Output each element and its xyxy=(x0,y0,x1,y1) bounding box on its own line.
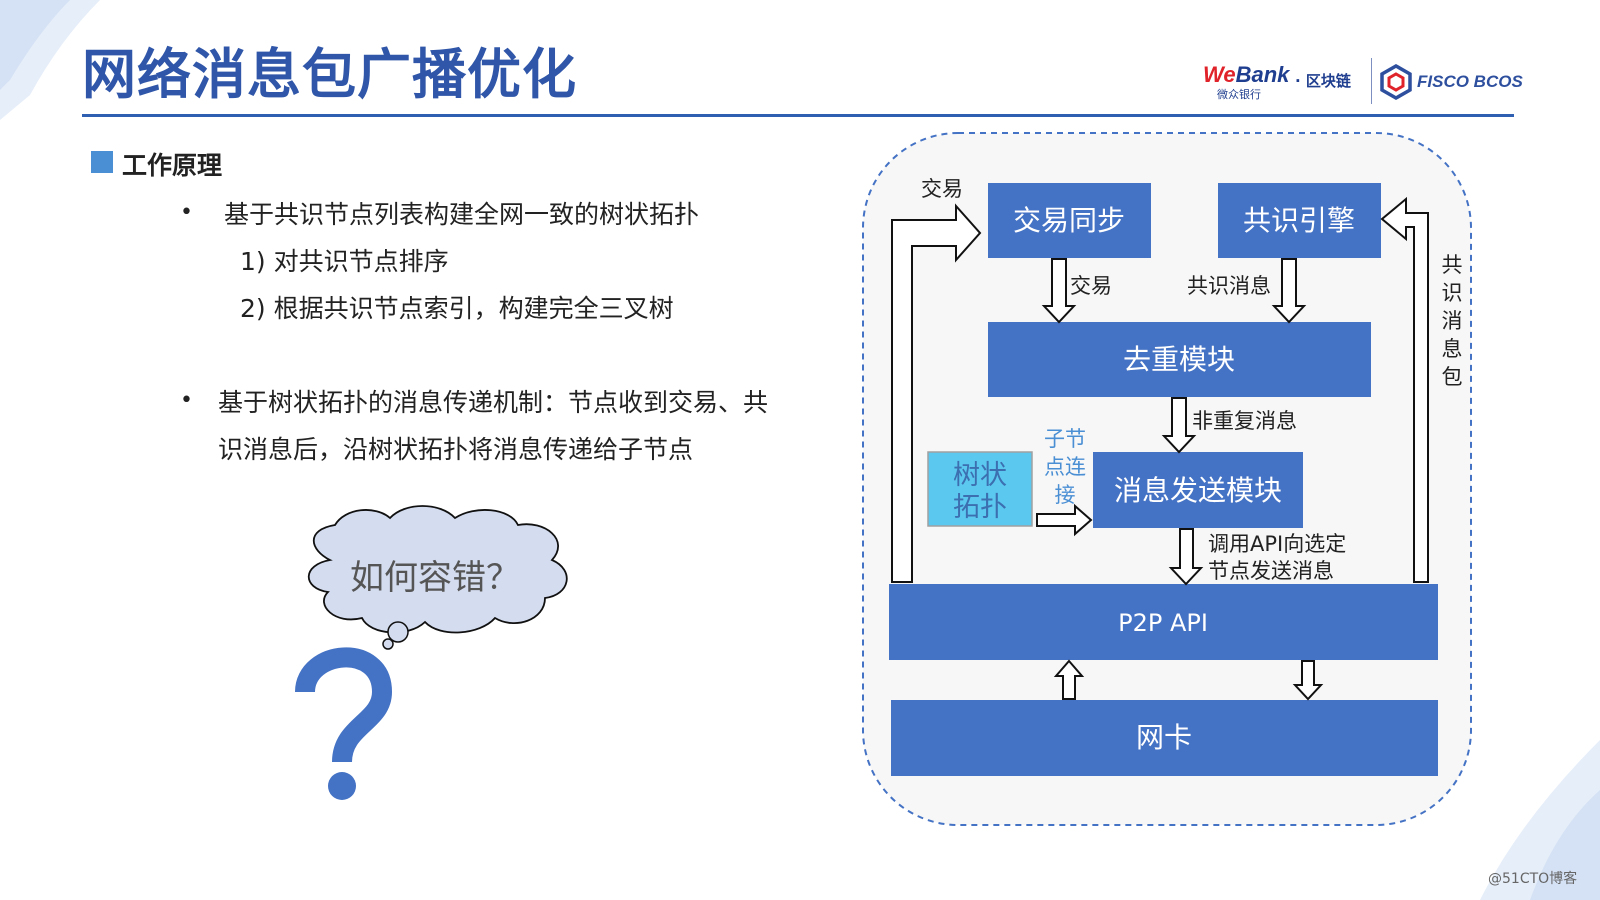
consensus-msg-label: 共识消息 xyxy=(1187,274,1271,298)
bullet-dot: • xyxy=(180,200,193,225)
tx-sync-box xyxy=(988,183,1151,258)
nic-up-arrow xyxy=(1053,659,1085,700)
nic-box xyxy=(891,700,1438,776)
dedup-box xyxy=(988,322,1371,397)
logo-divider xyxy=(1371,58,1372,104)
child-conn-label: 点连 xyxy=(1044,455,1086,479)
bullet-text-line: 基于树状拓扑的消息传递机制：节点收到交易、共 xyxy=(218,388,769,417)
tx-down-arrow xyxy=(1041,258,1077,324)
tree-topology-label: 树状 xyxy=(953,460,1007,491)
consensus-pkg-label: 息 xyxy=(1442,337,1463,361)
tx-sync-label: 交易同步 xyxy=(1013,204,1125,237)
api-call-arrow xyxy=(1168,528,1204,586)
blockchain-label: · 区块链 xyxy=(1295,72,1351,90)
question-mark-icon xyxy=(295,647,393,800)
bullet-dot: • xyxy=(180,388,193,413)
consensus-pkg-label: 识 xyxy=(1442,281,1463,305)
sub-item: 2) 根据共识节点索引，构建完全三叉树 xyxy=(240,294,674,323)
nic-down-arrow xyxy=(1292,660,1324,701)
thought-cloud xyxy=(308,505,568,634)
fisco-bcos-wordmark: FISCO BCOS xyxy=(1417,72,1523,91)
webank-wordmark: WeBank xyxy=(1203,62,1290,87)
thought-bubble xyxy=(387,621,409,643)
bullet-text-line: 识消息后，沿树状拓扑将消息传递给子节点 xyxy=(218,435,694,464)
api-call-label: 调用API向选定 xyxy=(1208,532,1346,556)
p2p-api-box xyxy=(889,584,1438,660)
consensus-engine-label: 共识引擎 xyxy=(1243,204,1355,237)
consensus-input-arrow xyxy=(1380,196,1429,583)
child-conn-arrow xyxy=(1036,503,1093,537)
consensus-engine-box xyxy=(1218,183,1381,258)
sub-item: 1) 对共识节点排序 xyxy=(240,247,449,276)
p2p-api-label: P2P API xyxy=(1118,609,1208,637)
sender-box xyxy=(1093,452,1303,528)
cloud-text: 如何容错？ xyxy=(350,558,520,598)
title-divider xyxy=(82,114,1514,117)
dedup-label: 去重模块 xyxy=(1123,343,1235,376)
corner-decoration xyxy=(1480,700,1600,900)
tree-topology-label: 拓扑 xyxy=(953,492,1007,523)
consensus-pkg-label: 共 xyxy=(1442,253,1463,277)
nic-label: 网卡 xyxy=(1136,721,1192,754)
thought-bubble xyxy=(382,638,394,650)
non-dup-label: 非重复消息 xyxy=(1192,409,1297,433)
consensus-pkg-label: 消 xyxy=(1442,309,1463,333)
bullet-text: 基于共识节点列表构建全网一致的树状拓扑 xyxy=(224,200,700,229)
fisco-hexagon-icon xyxy=(1380,64,1412,100)
tx-input-label: 交易 xyxy=(921,177,963,201)
tx-input-arrow xyxy=(891,203,982,583)
consensus-pkg-label: 包 xyxy=(1442,365,1463,389)
child-conn-label: 子节 xyxy=(1044,427,1086,451)
webank-subtitle: 微众银行 xyxy=(1217,88,1261,101)
consensus-down-arrow xyxy=(1271,258,1307,324)
section-title: 工作原理 xyxy=(122,151,223,180)
watermark: @51CTO博客 xyxy=(1488,871,1578,887)
thought-cloud-illustration xyxy=(295,505,568,800)
non-dup-arrow xyxy=(1161,397,1197,454)
sender-label: 消息发送模块 xyxy=(1114,474,1282,507)
tx-down-label: 交易 xyxy=(1070,274,1112,298)
section-marker xyxy=(91,151,113,173)
child-conn-label: 接 xyxy=(1055,483,1076,507)
page-title: 网络消息包广播优化 xyxy=(82,43,577,106)
brand-logo: WeBank 微众银行 · 区块链 FISCO BCOS xyxy=(1203,58,1523,104)
api-call-label: 节点发送消息 xyxy=(1208,559,1334,583)
corner-decoration xyxy=(0,0,100,120)
tree-topology-box xyxy=(927,451,1033,527)
